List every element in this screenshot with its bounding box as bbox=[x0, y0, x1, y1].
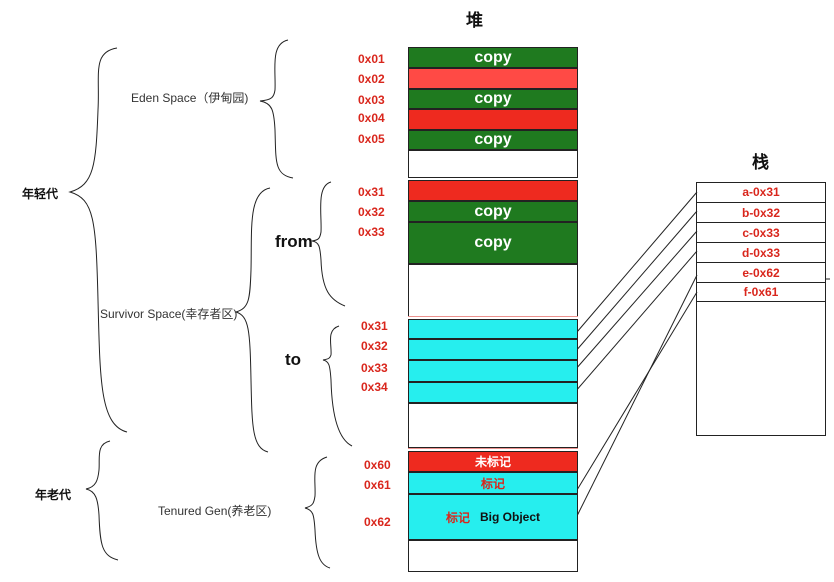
from-cell-garbage bbox=[408, 180, 578, 201]
to-brace bbox=[322, 325, 353, 447]
tenured-cell-marked: 标记 bbox=[408, 472, 578, 494]
tenured-cell-big-object: 标记 Big Object bbox=[408, 494, 578, 540]
to-cell-copied bbox=[408, 360, 578, 382]
copy-label: copy bbox=[474, 48, 512, 66]
eden-cell-copy: copy bbox=[408, 89, 578, 109]
stack-title: 栈 bbox=[752, 153, 769, 172]
ref-line-c bbox=[574, 230, 698, 371]
ref-line-b bbox=[574, 210, 698, 353]
young-gen-label: 年轻代 bbox=[22, 187, 59, 201]
eden-address: 0x03 bbox=[358, 93, 385, 107]
from-address: 0x32 bbox=[358, 205, 385, 219]
to-cell-copied bbox=[408, 339, 578, 360]
old-gen-label: 年老代 bbox=[35, 488, 72, 502]
from-address: 0x33 bbox=[358, 225, 385, 239]
to-cell-copied bbox=[408, 319, 578, 339]
ref-line-d bbox=[574, 250, 698, 393]
eden-cell-garbage bbox=[408, 109, 578, 130]
from-label: from bbox=[275, 232, 313, 251]
to-address: 0x34 bbox=[361, 380, 388, 394]
to-address: 0x31 bbox=[361, 319, 388, 333]
tenured-brace bbox=[304, 456, 331, 569]
stack-ref: e-0x62 bbox=[696, 262, 826, 282]
eden-cell-garbage bbox=[408, 68, 578, 89]
tenured-cell-unmarked: 未标记 bbox=[408, 451, 578, 472]
tenured-address: 0x62 bbox=[364, 515, 391, 529]
marked-label: 标记 bbox=[445, 510, 470, 525]
marked-label: 标记 bbox=[480, 476, 505, 491]
stack-ref: d-0x33 bbox=[696, 242, 826, 262]
eden-address: 0x02 bbox=[358, 72, 385, 86]
stack-frame bbox=[696, 182, 826, 436]
stack-ref: c-0x33 bbox=[696, 222, 826, 242]
young-gen-brace bbox=[68, 47, 128, 433]
copy-label: copy bbox=[474, 202, 512, 220]
ref-line-e bbox=[574, 274, 698, 521]
big-object-label: Big Object bbox=[480, 510, 541, 524]
stack-ref: a-0x31 bbox=[742, 185, 780, 199]
eden-cell-empty bbox=[408, 150, 578, 178]
copy-label: copy bbox=[474, 234, 512, 251]
stack-ref: f-0x61 bbox=[696, 282, 826, 302]
eden-address: 0x05 bbox=[358, 132, 385, 146]
from-address: 0x31 bbox=[358, 185, 385, 199]
ref-line-f bbox=[576, 291, 698, 491]
tenured-address: 0x61 bbox=[364, 478, 391, 492]
to-cell-copied bbox=[408, 382, 578, 403]
old-gen-brace bbox=[85, 440, 119, 561]
ref-line-a bbox=[576, 191, 698, 333]
from-cell-empty bbox=[408, 264, 578, 316]
survivor-space-label: Survivor Space(幸存者区) bbox=[100, 307, 238, 321]
tenured-gen-label: Tenured Gen(养老区) bbox=[158, 504, 272, 518]
eden-address: 0x01 bbox=[358, 52, 385, 66]
heap-title: 堆 bbox=[466, 11, 483, 30]
survivor-brace bbox=[234, 187, 271, 453]
eden-address: 0x04 bbox=[358, 111, 385, 125]
to-address: 0x32 bbox=[361, 339, 388, 353]
tenured-address: 0x60 bbox=[364, 458, 391, 472]
copy-label: copy bbox=[474, 131, 512, 148]
copy-label: copy bbox=[474, 90, 512, 107]
from-cell-copy: copy bbox=[408, 201, 578, 222]
eden-cell-copy: copy bbox=[408, 130, 578, 150]
eden-cell-copy: copy bbox=[408, 47, 578, 68]
from-cell-copy: copy bbox=[408, 222, 578, 264]
from-brace bbox=[311, 181, 346, 307]
to-address: 0x33 bbox=[361, 361, 388, 375]
to-label: to bbox=[285, 350, 302, 369]
tenured-cell-empty bbox=[408, 540, 578, 572]
eden-brace bbox=[259, 39, 294, 179]
stack-ref: b-0x32 bbox=[696, 202, 826, 222]
unmarked-label: 未标记 bbox=[474, 455, 511, 469]
eden-space-label: Eden Space（伊甸园) bbox=[131, 91, 249, 105]
to-cell-empty bbox=[408, 403, 578, 448]
